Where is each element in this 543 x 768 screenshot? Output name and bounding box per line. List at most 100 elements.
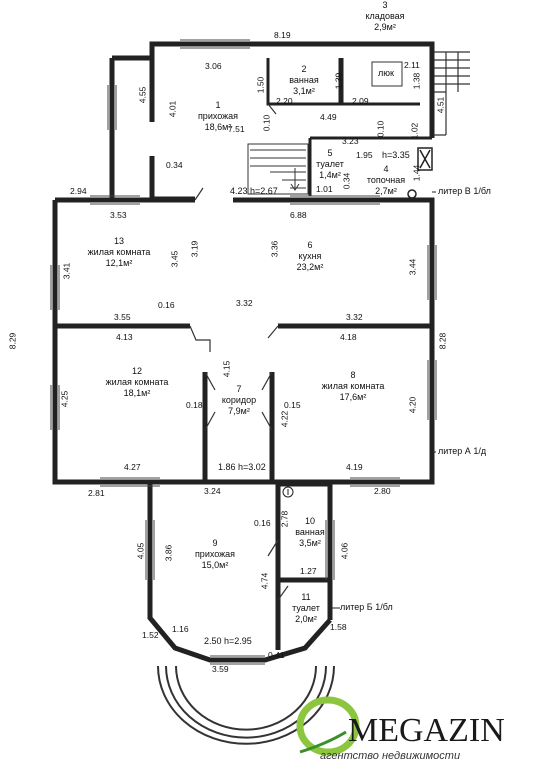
dim-label: 3.44 (407, 258, 418, 276)
chimney (417, 147, 433, 171)
wall-storage (340, 58, 420, 106)
dim-label: 0.10 (261, 114, 272, 132)
dim-label: 2.11 (404, 60, 420, 70)
dim-label: 2.80 (374, 486, 391, 496)
logo-wordmark: MEGAZIN (348, 712, 505, 749)
dim-label: 3.23 (342, 136, 359, 146)
dim-label: 4.20 (407, 396, 418, 414)
dim-label: 3.53 (110, 210, 127, 220)
dim-label: 2.09 (352, 96, 369, 106)
dim-label: 2.20 (276, 96, 293, 106)
dim-label: 4.25 (59, 390, 70, 408)
dim-label: 4.01 (167, 100, 178, 118)
wall-upper-top (112, 41, 435, 138)
dim-label: 4.18 (340, 332, 357, 342)
dim-label: 3.32 (346, 312, 363, 322)
dim-label: 4.13 (116, 332, 133, 342)
logo-swoosh (299, 730, 347, 754)
dim-label: 3.59 (212, 664, 229, 674)
window-upper-left (107, 85, 117, 130)
height-label-2: h=3.35 (382, 150, 410, 160)
litera-b-label: литер Б 1/бл (340, 602, 393, 612)
window-bay-left (145, 520, 155, 580)
dim-label: 1.50 (255, 76, 266, 94)
window-left-1 (50, 265, 60, 310)
window-top-2 (290, 195, 380, 205)
porch-steps (434, 51, 470, 136)
dim-label: 7.51 (228, 124, 245, 134)
door-7-left (204, 371, 216, 391)
boiler-symbol (407, 189, 417, 199)
window-bottom-1 (100, 477, 160, 487)
window-right-1 (427, 245, 437, 300)
dim-label: 3.86 (163, 544, 174, 562)
dim-label: 2.81 (88, 488, 105, 498)
window-bottom-2 (350, 477, 400, 487)
hatch (371, 61, 403, 87)
dim-label: 1.52 (142, 630, 159, 640)
window-right-2 (427, 360, 437, 420)
dim-label: 0.18 (186, 400, 203, 410)
step-arc-2 (165, 665, 327, 739)
dim-label: 0.15 (284, 400, 301, 410)
dim-label: 4.06 (339, 542, 350, 560)
dim-label: 3.55 (114, 312, 131, 322)
wall-main (52, 197, 435, 485)
height-label-4: 2.50 h=2.95 (204, 636, 252, 646)
litera-v-label: литер В 1/бл (438, 186, 491, 196)
dim-label: 1.27 (300, 566, 317, 576)
dim-label: 3.06 (205, 61, 222, 71)
dim-label: 4.27 (124, 462, 141, 472)
dim-label: 4.55 (137, 86, 148, 104)
dim-label: 0.41 (268, 650, 285, 660)
dim-label: 1.44 (411, 164, 422, 182)
dim-label: 0.16 (254, 518, 271, 528)
dim-label: 4.05 (135, 542, 146, 560)
dim-label: 4.22 (279, 410, 290, 428)
dim-label: 1.16 (172, 624, 189, 634)
dim-label: 4.19 (346, 462, 363, 472)
door-1 (194, 187, 204, 201)
door-9 (267, 539, 279, 557)
wall-bathroom2 (266, 58, 342, 106)
door-12 (204, 411, 216, 431)
window-bay-front (210, 655, 265, 665)
dim-label: 3.19 (189, 240, 200, 258)
dim-label: 1.01 (316, 184, 333, 194)
entrance-symbol (282, 486, 294, 498)
step-arc-1 (175, 665, 317, 731)
window-upper-top (180, 39, 250, 49)
door-2 (267, 103, 277, 115)
dim-label: 8.28 (437, 332, 448, 350)
dim-label: 3.32 (236, 298, 253, 308)
dim-label: 2.94 (70, 186, 87, 196)
door-11 (277, 585, 289, 601)
bay-wall (147, 600, 332, 663)
dim-label: 2.78 (279, 510, 290, 528)
dim-label: 4.74 (259, 572, 270, 590)
dim-label: 3.41 (61, 262, 72, 280)
dim-label: 0.16 (158, 300, 175, 310)
height-label-3: 1.86 h=3.02 (218, 462, 266, 472)
dim-label: 4.51 (435, 96, 446, 114)
logo-subtitle: агентство недвижимости (320, 750, 461, 762)
staircase (247, 143, 309, 195)
dim-label: 3.36 (269, 240, 280, 258)
litera-a-label: литер А 1/д (438, 446, 487, 456)
dim-label: 1.39 (333, 72, 344, 90)
dim-label: 3.24 (204, 486, 221, 496)
dim-label: 1.58 (330, 622, 347, 632)
hatch-label: люк (378, 68, 394, 78)
